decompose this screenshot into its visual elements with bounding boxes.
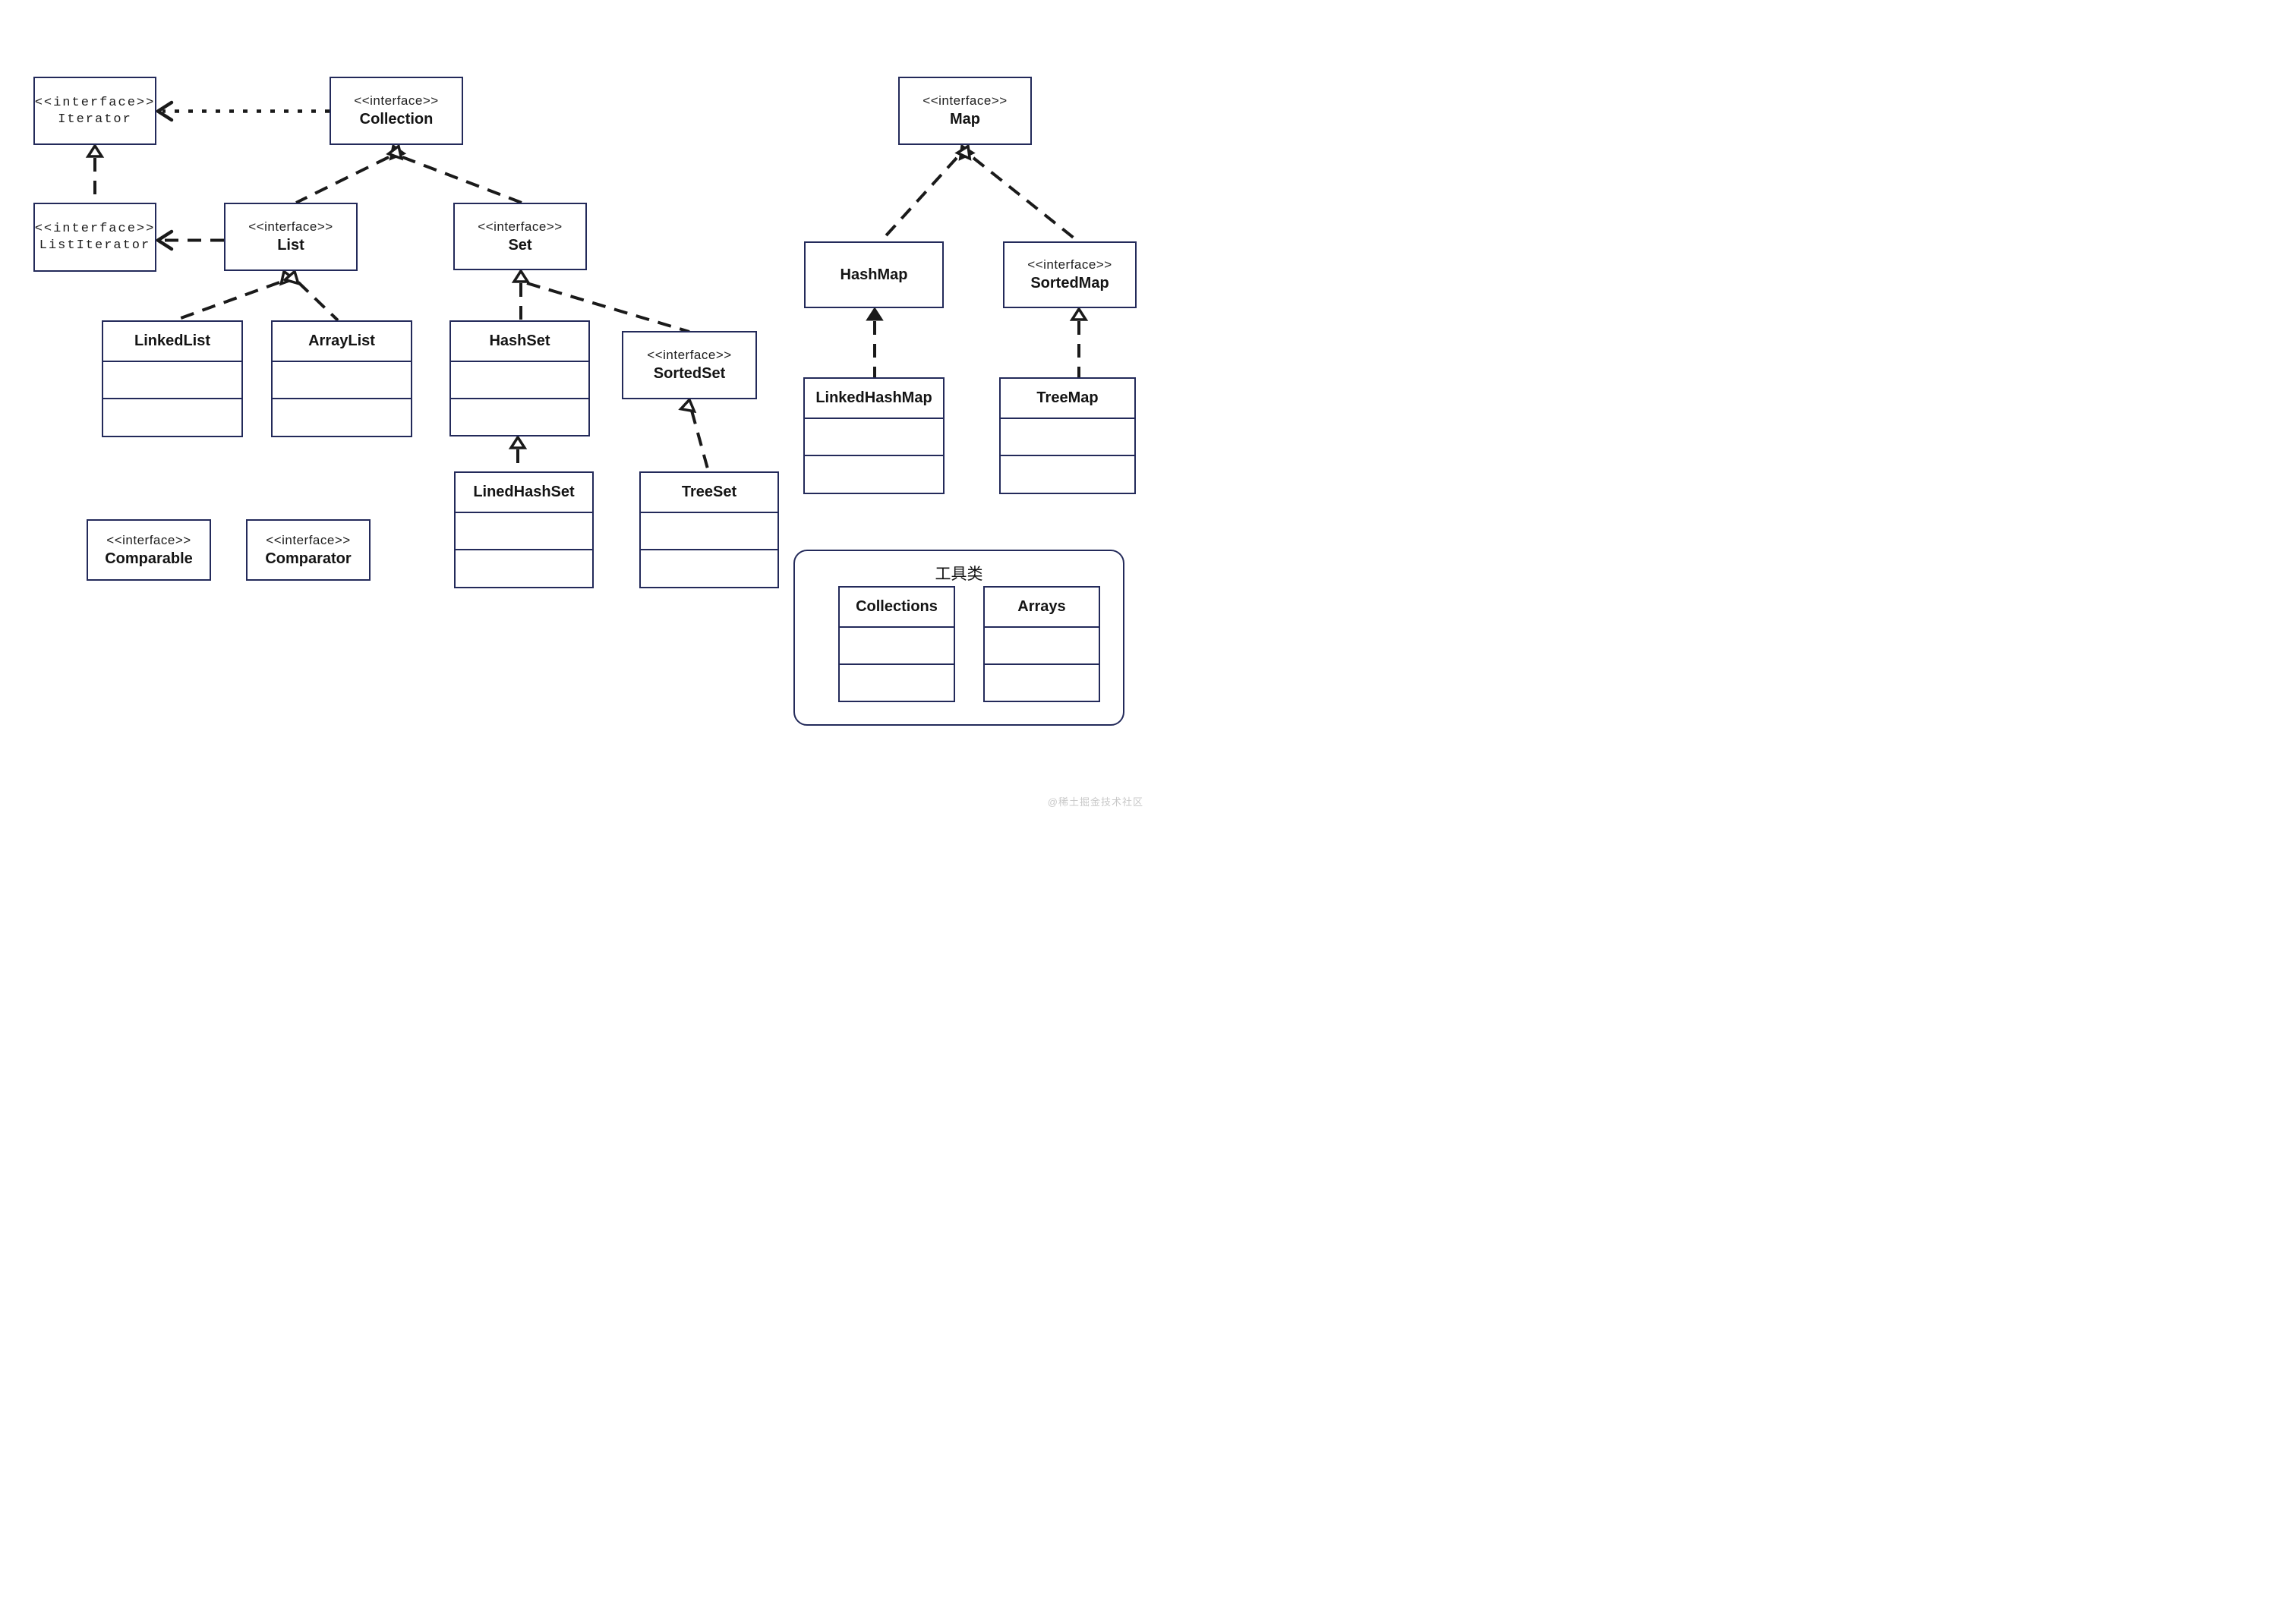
utility-classes-group: 工具类 Collections Arrays — [793, 550, 1124, 726]
edge-linedhashset-to-hashset — [508, 434, 528, 471]
class-box-hashset: HashSet — [449, 320, 590, 436]
class-name: HashMap — [840, 266, 908, 283]
edge-linkedhashmap-to-hashmap — [866, 307, 884, 377]
uml-class-diagram: HashMap (filled arrowhead) --> <<interfa… — [0, 0, 1148, 812]
stereotype-label: <<interface>> — [1027, 257, 1112, 272]
edge-sortedmap-to-map — [954, 143, 1080, 243]
stereotype-label: <<interface>> — [922, 93, 1008, 108]
stereotype-label: <<interface>> — [647, 348, 732, 362]
class-name: HashSet — [451, 322, 588, 362]
fields-compartment — [273, 362, 411, 399]
stereotype-label: <<interface>> — [266, 532, 351, 547]
class-box-linkedlist: LinkedList — [102, 320, 243, 437]
watermark: @稀土掘金技术社区 — [1047, 796, 1143, 808]
class-name: TreeMap — [1001, 379, 1134, 419]
stereotype-label: <<interface>> — [34, 95, 156, 110]
class-box-iterator: <<interface>> Iterator — [33, 77, 156, 145]
class-box-sortedmap: <<interface>> SortedMap — [1003, 241, 1137, 308]
fields-compartment — [985, 628, 1099, 665]
class-box-arraylist: ArrayList — [271, 320, 412, 437]
fields-compartment — [1001, 419, 1134, 456]
edge-list-to-listiterator — [156, 229, 224, 251]
class-name: Comparator — [265, 550, 352, 567]
fields-compartment — [451, 362, 588, 399]
class-box-list: <<interface>> List — [224, 203, 358, 271]
class-name: LinkedList — [103, 322, 241, 362]
class-name: Set — [508, 236, 532, 254]
class-name: Collection — [359, 111, 434, 128]
class-box-treeset: TreeSet — [639, 471, 779, 588]
edge-collection-to-iterator — [156, 100, 330, 122]
class-box-map: <<interface>> Map — [898, 77, 1032, 145]
fields-compartment — [805, 419, 943, 456]
methods-compartment — [641, 550, 777, 587]
class-name: Arrays — [985, 588, 1099, 628]
group-title: 工具类 — [935, 566, 983, 583]
class-name: LinedHashSet — [456, 473, 592, 513]
class-box-linedhashset: LinedHashSet — [454, 471, 594, 588]
class-box-treemap: TreeMap — [999, 377, 1136, 494]
class-name: SortedSet — [653, 365, 726, 382]
stereotype-label: <<interface>> — [248, 219, 333, 234]
fields-compartment — [456, 513, 592, 550]
class-name: LinkedHashMap — [805, 379, 943, 419]
class-box-collections: Collections — [838, 586, 955, 702]
stereotype-label: <<interface>> — [34, 222, 156, 236]
class-name: ListIterator — [39, 238, 151, 253]
class-box-comparable: <<interface>> Comparable — [87, 519, 211, 581]
class-name: Iterator — [58, 112, 132, 127]
class-name: SortedMap — [1030, 275, 1109, 292]
edge-linkedlist-to-list — [174, 269, 297, 322]
stereotype-label: <<interface>> — [106, 532, 191, 547]
class-name: Map — [950, 111, 980, 128]
class-box-set: <<interface>> Set — [453, 203, 587, 270]
stereotype-label: <<interface>> — [478, 219, 563, 234]
edge-treemap-to-sortedmap — [1069, 306, 1089, 377]
edge-listiterator-to-iterator — [85, 143, 105, 203]
class-name: List — [277, 237, 304, 254]
class-box-collection: <<interface>> Collection — [330, 77, 463, 145]
fields-compartment — [840, 628, 954, 665]
class-name: Collections — [840, 588, 954, 628]
class-box-hashmap: HashMap — [804, 241, 944, 308]
methods-compartment — [451, 399, 588, 435]
stereotype-label: <<interface>> — [354, 93, 439, 108]
edge-set-to-collection — [386, 143, 522, 204]
methods-compartment — [456, 550, 592, 587]
class-name: TreeSet — [641, 473, 777, 513]
fields-compartment — [641, 513, 777, 550]
class-box-arrays: Arrays — [983, 586, 1100, 702]
edge-treeset-to-sortedset — [678, 397, 710, 472]
class-name: ArrayList — [273, 322, 411, 362]
edge-hashmap-to-map — [879, 143, 976, 243]
class-box-listiterator: <<interface>> ListIterator — [33, 203, 156, 272]
edge-hashset-to-set — [511, 268, 531, 320]
methods-compartment — [985, 665, 1099, 701]
class-box-comparator: <<interface>> Comparator — [246, 519, 371, 581]
methods-compartment — [1001, 456, 1134, 493]
class-box-sortedset: <<interface>> SortedSet — [622, 331, 757, 399]
edge-arraylist-to-list — [282, 269, 339, 322]
edge-list-to-collection — [295, 143, 407, 204]
methods-compartment — [273, 399, 411, 436]
methods-compartment — [805, 456, 943, 493]
class-box-linkedhashmap: LinkedHashMap — [803, 377, 945, 494]
methods-compartment — [103, 399, 241, 436]
fields-compartment — [103, 362, 241, 399]
class-name: Comparable — [105, 550, 193, 567]
methods-compartment — [840, 665, 954, 701]
